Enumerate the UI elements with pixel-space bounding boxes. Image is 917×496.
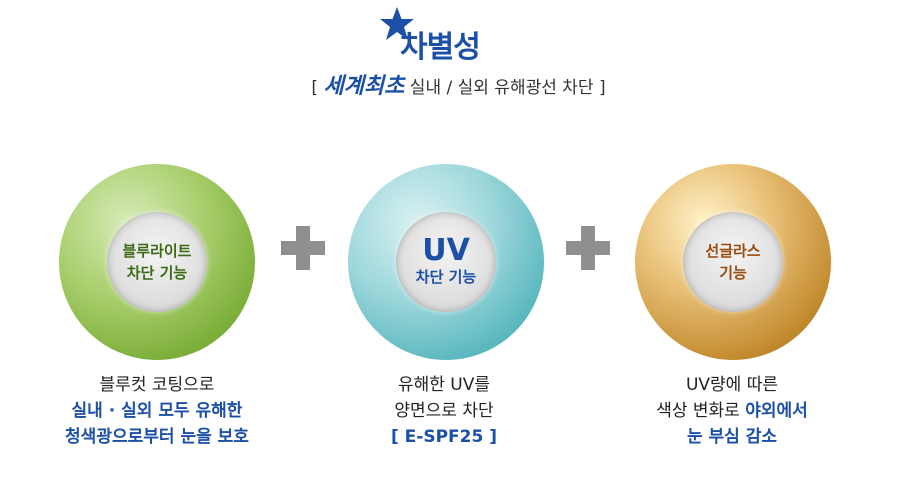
header: 차별성 [ 세계최초 실내 / 실외 유해광선 차단 ] (0, 0, 917, 110)
page-title: 차별성 (400, 30, 481, 65)
plus-icon (566, 226, 610, 270)
description-line: UV량에 따른 (685, 375, 779, 395)
description-line: 블루컷 코팅으로 (99, 375, 215, 395)
feature-label-line2: 기능 (719, 264, 747, 282)
feature-label-line2: 차단 기능 (415, 268, 477, 286)
description-line: 눈 부심 감소 (686, 427, 778, 447)
feature-circle-inner: UV 차단 기능 (396, 212, 496, 312)
feature-label-line1: UV (422, 233, 470, 268)
star-icon (380, 7, 414, 40)
feature-circle-bluelight: 블루라이트 차단 기능 (59, 164, 255, 360)
description-line: 유해한 UV를 (397, 375, 491, 395)
feature-description-sunglasses: UV량에 따른 색상 변화로 야외에서 눈 부심 감소 (592, 372, 872, 450)
subtitle: [ 세계최초 실내 / 실외 유해광선 차단 ] (0, 68, 917, 100)
description-segment: 색상 변화로 (656, 401, 746, 421)
description-segment: 야외에서 (745, 401, 808, 421)
subtitle-rest: 실내 / 실외 유해광선 차단 ] (404, 78, 606, 98)
feature-label-line2: 차단 기능 (126, 264, 188, 282)
description-line: 실내 · 실외 모두 유해한 (71, 401, 243, 421)
feature-label-line1: 선글라스 (705, 242, 761, 260)
subtitle-highlight: 세계최초 (323, 74, 405, 99)
feature-circle-inner: 블루라이트 차단 기능 (107, 212, 207, 312)
description-line: 색상 변화로 야외에서 (592, 398, 872, 424)
title-block: 차별성 (378, 6, 508, 66)
description-line: [ E-SPF25 ] (390, 427, 498, 447)
feature-description-uv: 유해한 UV를 양면으로 차단 [ E-SPF25 ] (304, 372, 584, 450)
description-line: 양면으로 차단 (394, 401, 494, 421)
subtitle-prefix: [ (311, 78, 324, 98)
feature-label-line1: 블루라이트 (122, 242, 192, 260)
feature-circle-uv: UV 차단 기능 (348, 164, 544, 360)
plus-icon (281, 226, 325, 270)
feature-circle-inner: 선글라스 기능 (683, 212, 783, 312)
feature-description-bluelight: 블루컷 코팅으로 실내 · 실외 모두 유해한 청색광으로부터 눈을 보호 (17, 372, 297, 450)
description-line: 청색광으로부터 눈을 보호 (65, 427, 249, 447)
feature-circle-sunglasses: 선글라스 기능 (635, 164, 831, 360)
